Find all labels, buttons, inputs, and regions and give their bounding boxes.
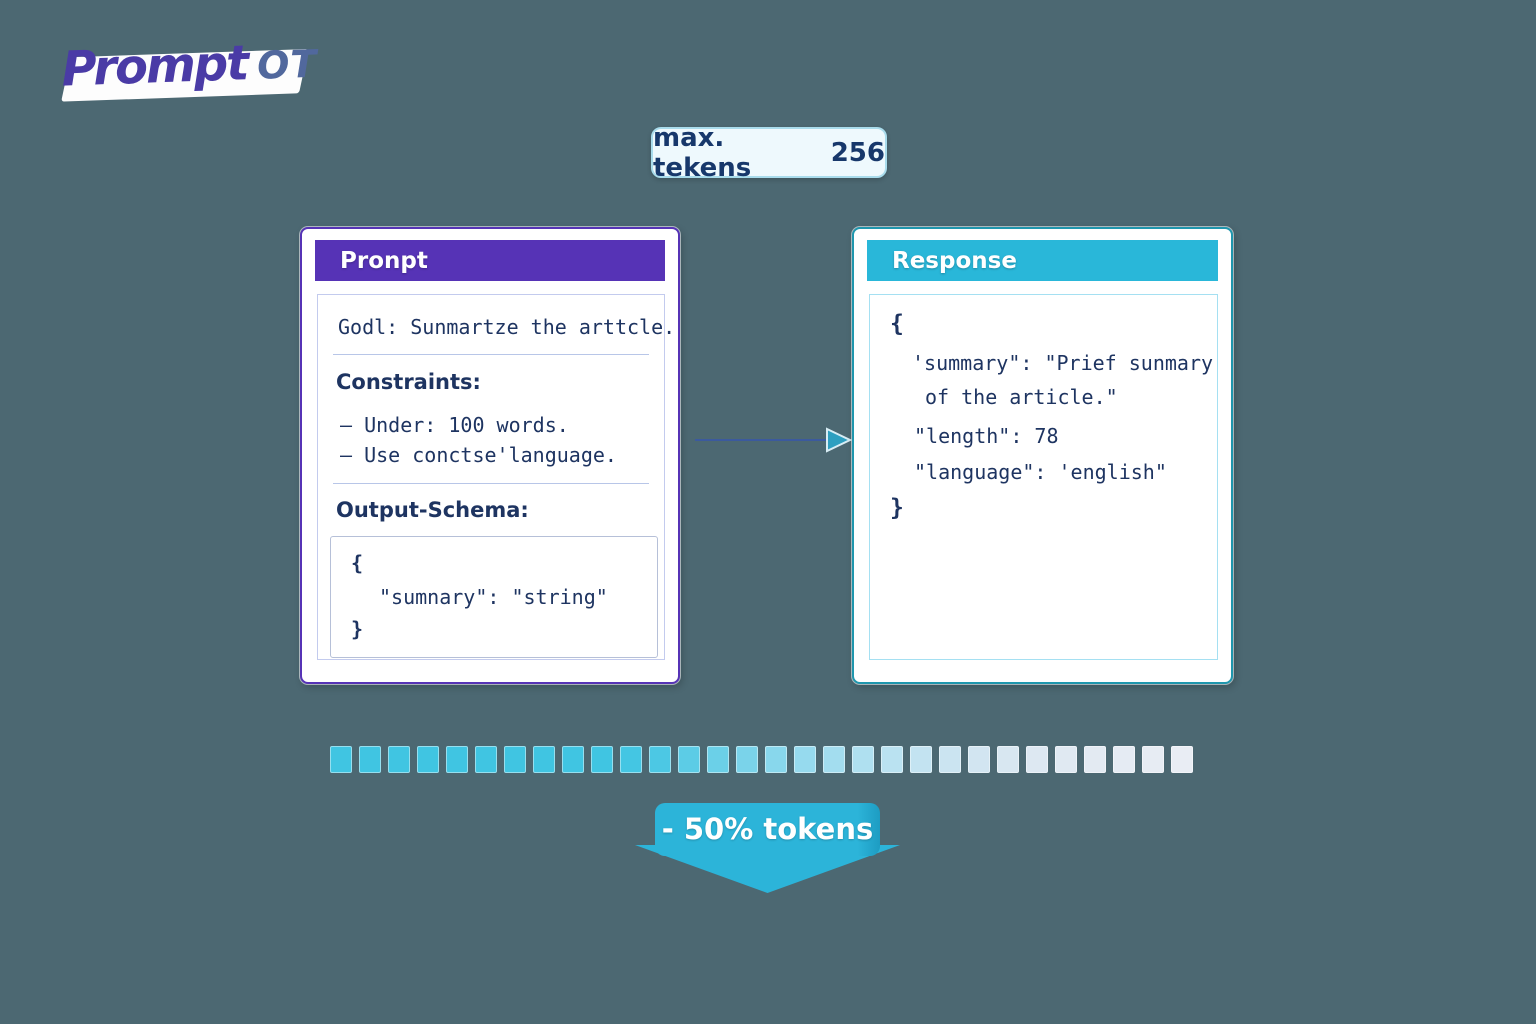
token-square [910, 746, 932, 773]
logo-secondary: OT [256, 41, 319, 88]
token-square [852, 746, 874, 773]
token-square [765, 746, 787, 773]
response-summary-line-2: of the article." [925, 385, 1118, 409]
down-arrow-icon: - 50% tokens [635, 803, 900, 893]
token-square [1084, 746, 1106, 773]
token-square [997, 746, 1019, 773]
constraint-item: – Use conctse'language. [340, 443, 617, 467]
constraints-heading: Constraints: [336, 370, 481, 394]
down-arrow-body [655, 803, 880, 856]
token-square [707, 746, 729, 773]
divider [333, 483, 649, 484]
constraint-item: – Under: 100 words. [340, 413, 569, 437]
response-card-title: Response [892, 247, 1017, 274]
response-summary-line-1: 'summary": "Prief sunmary [912, 351, 1214, 375]
token-square [968, 746, 990, 773]
max-tokens-value: 256 [830, 137, 885, 168]
response-length-line: "length": 78 [914, 424, 1059, 448]
prompt-card-title: Pronpt [340, 247, 428, 274]
token-square [1055, 746, 1077, 773]
token-square [823, 746, 845, 773]
prompt-card-header: Pronpt [315, 240, 665, 281]
schema-brace-close: } [351, 617, 364, 641]
token-square [533, 746, 555, 773]
token-square [446, 746, 468, 773]
prompt-goal-line: Godl: Sunmartze the arttcle. [338, 315, 676, 339]
token-square [620, 746, 642, 773]
token-square [649, 746, 671, 773]
schema-field-line: "sumnary": "string" [379, 585, 608, 609]
schema-code-box: { "sumnary": "string" } [330, 536, 658, 658]
output-schema-heading: Output-Schema: [336, 498, 529, 522]
token-square [504, 746, 526, 773]
token-square [562, 746, 584, 773]
token-square [1142, 746, 1164, 773]
token-square [475, 746, 497, 773]
token-row [330, 746, 1193, 773]
response-card-body: { 'summary": "Prief sunmary of the artic… [869, 294, 1218, 660]
token-square [591, 746, 613, 773]
prompt-card-body: Godl: Sunmartze the arttcle. Constraints… [317, 294, 675, 660]
max-tokens-label: max. tekens [653, 122, 752, 183]
divider [333, 354, 649, 355]
token-reduction-label: - 50% tokens [661, 812, 874, 846]
response-language-line: "language": 'english" [914, 460, 1167, 484]
token-square [1113, 746, 1135, 773]
token-square [330, 746, 352, 773]
token-square [417, 746, 439, 773]
token-square [359, 746, 381, 773]
response-card-header: Response [867, 240, 1218, 281]
token-square [1026, 746, 1048, 773]
token-square [736, 746, 758, 773]
token-square [388, 746, 410, 773]
token-square [794, 746, 816, 773]
right-arrow-icon [695, 427, 853, 453]
prompt-card: Pronpt Godl: Sunmartze the arttcle. Cons… [300, 227, 680, 684]
response-brace-close: } [890, 495, 904, 521]
token-square [939, 746, 961, 773]
token-square [881, 746, 903, 773]
logo-primary: Prompt [60, 35, 249, 98]
response-card: Response { 'summary": "Prief sunmary of … [852, 227, 1233, 684]
response-brace-open: { [890, 311, 904, 337]
schema-brace-open: { [351, 551, 364, 575]
max-tokens-badge: max. tekens 256 [651, 123, 887, 183]
token-square [678, 746, 700, 773]
token-square [1171, 746, 1193, 773]
